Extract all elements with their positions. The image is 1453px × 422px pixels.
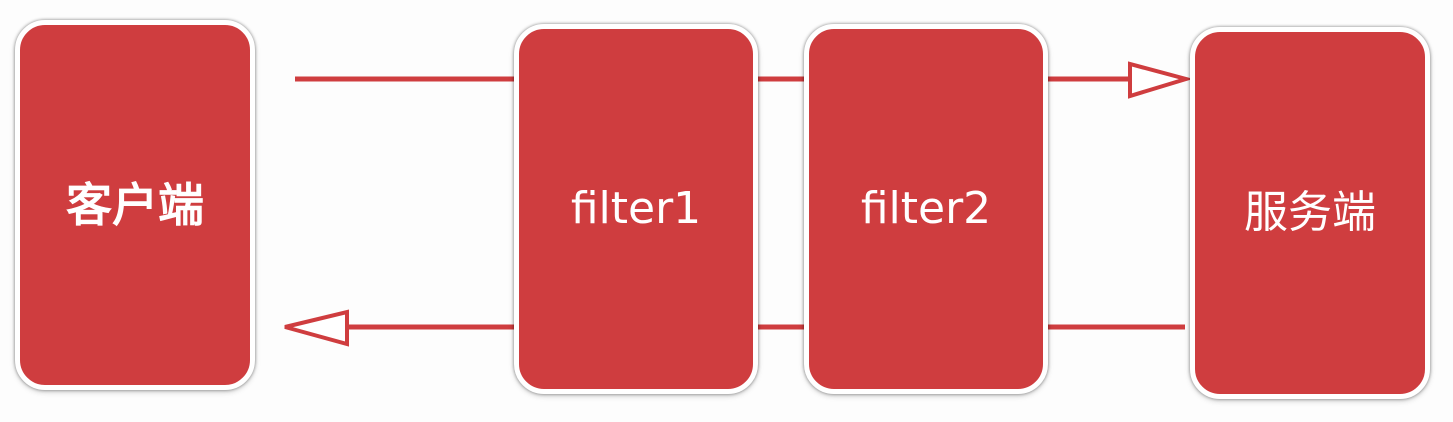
server-node: 服务端	[1190, 27, 1430, 399]
filter2-label: filter2	[860, 183, 992, 234]
request-arrowhead-icon	[1128, 61, 1194, 99]
client-node: 客户端	[15, 20, 255, 390]
response-arrowhead-icon	[284, 309, 349, 347]
filter1-label: filter1	[570, 183, 702, 234]
filter2-node: filter2	[804, 24, 1048, 394]
filter1-node: filter1	[514, 24, 758, 394]
server-label: 服务端	[1244, 187, 1376, 238]
client-label: 客户端	[66, 178, 204, 232]
